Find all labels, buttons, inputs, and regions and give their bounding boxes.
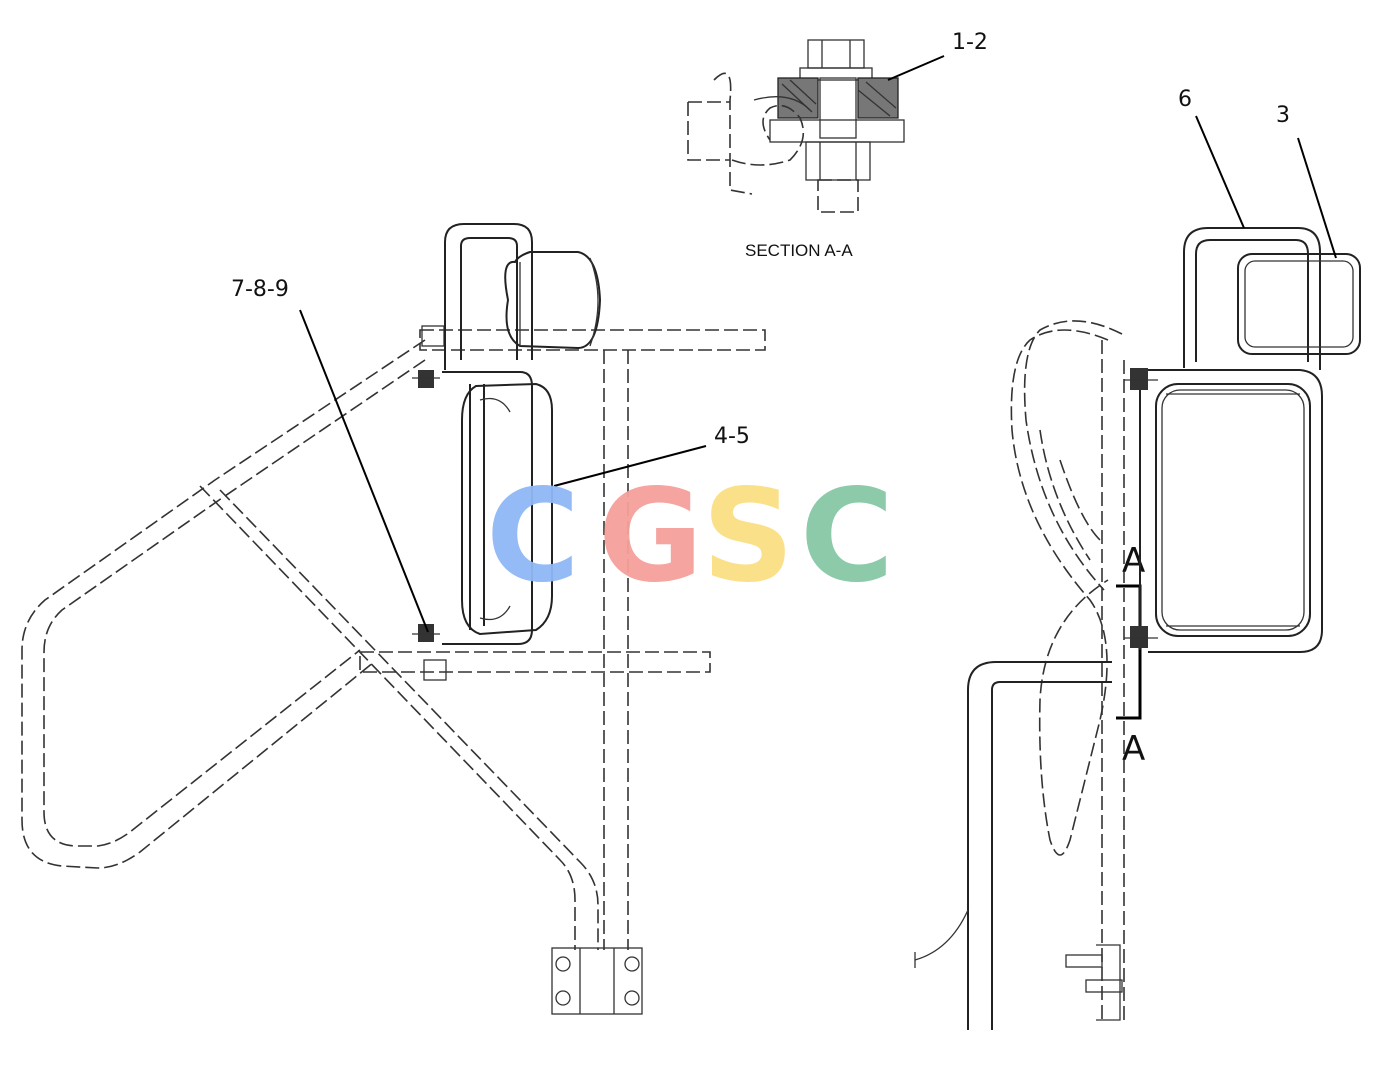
watermark-letter-c2: C	[800, 462, 894, 611]
left-view-handrail	[21, 325, 766, 1015]
bolt-lower-right	[1124, 626, 1158, 648]
watermark-letter-c1: C	[486, 462, 580, 611]
section-label: SECTION A-A	[745, 241, 853, 260]
watermark-letter-s: S	[702, 462, 794, 611]
watermark-letter-g: G	[598, 462, 703, 611]
section-a-a-detail: SECTION A-A	[687, 39, 905, 260]
callouts: 1-2 6 3 7-8-9 4-5	[231, 30, 1337, 633]
callout-1-2: 1-2	[952, 30, 988, 55]
callout-7-8-9: 7-8-9	[231, 277, 289, 302]
callout-4-5: 4-5	[714, 424, 750, 449]
callout-6: 6	[1178, 87, 1192, 112]
section-letter-top: A	[1122, 541, 1145, 581]
bolt-upper-right	[1124, 368, 1158, 390]
watermark-logo: C G S C	[486, 462, 894, 611]
bolt-lower-left	[412, 624, 440, 642]
section-letter-bottom: A	[1122, 729, 1145, 769]
callout-3: 3	[1276, 103, 1290, 128]
bolt-upper-left	[412, 370, 440, 388]
right-view-mirror-assembly	[1124, 227, 1361, 653]
right-view-handrail: A A	[914, 320, 1145, 1030]
left-view-mirror-arm	[412, 223, 602, 645]
